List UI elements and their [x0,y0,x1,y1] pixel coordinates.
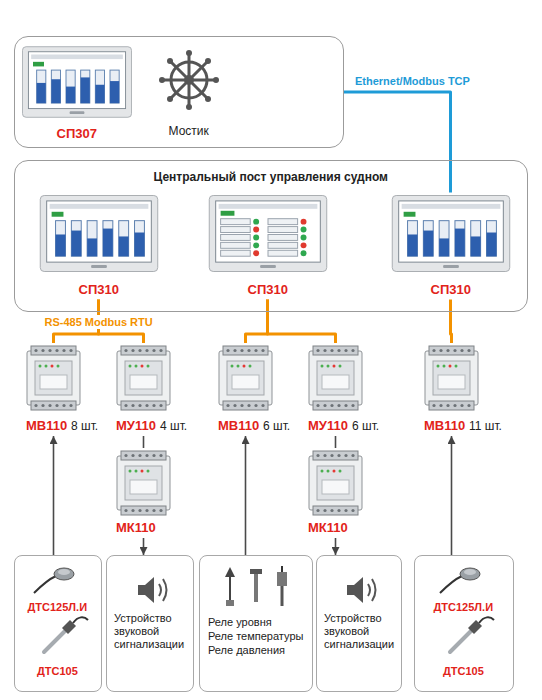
panel-illustration [392,195,509,271]
node-label: 11 шт. [469,418,502,434]
node-label: 4 шт. [160,418,187,434]
helm-knob [186,50,192,56]
node-label: МК110 [116,520,156,536]
connector [53,436,55,555]
edge-label: Ethernet/Modbus TCP [352,74,473,88]
speaker-icon [347,577,376,603]
module-illustration [27,346,80,410]
connector [245,436,247,555]
edge-label: RS-485 Modbus RTU [42,315,156,329]
node-label: Мостик [169,123,209,139]
panel-illustration [22,47,131,118]
node-label: 6 шт. [352,418,379,434]
device-box: ДТС125Л.И ДТС105 [414,555,514,692]
module-illustration [219,346,272,410]
operator-panel: СП310 [388,193,514,300]
helm-knob [213,77,219,83]
relay-probe [281,566,283,572]
region-panel: Мостик СП307 [14,36,344,148]
node-label: ДТС125Л.И [434,600,494,614]
device-box: ДТС125Л.И ДТС105 [14,555,102,692]
node-label: МУ110 [308,418,348,434]
relay-probe [277,572,287,586]
connector [268,300,336,344]
module-illustration [309,451,362,515]
relay-probe [281,586,284,606]
operator-panel: СП310 [204,193,332,300]
module-illustration [309,346,362,410]
region-panel: Центральный пост управления судномСП310 С… [14,160,528,312]
node-label: СП310 [79,282,119,298]
helm-knob [167,96,173,102]
node-label: Реле давления [208,644,285,657]
helm-icon [159,50,219,110]
node-label: СП307 [57,126,97,142]
module-illustration [117,451,170,515]
speaker-icon [138,577,167,603]
io-module: МК110 [112,448,176,538]
node-label: МВ110 [424,418,465,434]
node-label: СП310 [248,282,288,298]
module-illustration [117,346,170,410]
device-box: Устройство звуковой сигнализации [316,555,402,692]
node-label: Реле уровня [208,616,272,629]
io-module: МУ1106 шт. [304,343,388,436]
helm-knob [167,58,173,64]
node-label: ДТС105 [37,664,78,678]
device-box: Реле уровняРеле температурыРеле давления [199,555,313,692]
connector [143,538,145,555]
connector [246,300,268,344]
helm-knob [159,77,165,83]
relay-probe [226,600,234,606]
relay-probe [254,574,258,602]
device-box: Устройство звуковой сигнализации [106,555,194,692]
node-label: Устройство звуковой сигнализации [114,612,185,651]
node-label: Реле температуры [208,630,303,643]
connector [335,538,337,555]
helm-knob [186,104,192,110]
relay-icons [225,566,287,606]
panel-illustration [209,195,326,271]
connector [451,300,452,344]
helm-knob [205,96,211,102]
helm-spokes [162,53,216,107]
panel-illustration [40,195,157,271]
node-label: МВ110 [26,418,67,434]
connector [335,436,337,448]
node-label: СП310 [431,282,471,298]
node-label: 6 шт. [263,418,290,434]
io-module: МВ1108 шт. [22,343,106,436]
operator-panel: СП307 [20,44,134,144]
node-label: ДТС125Л.И [28,600,88,614]
io-module: МВ1106 шт. [214,343,298,436]
module-illustration [425,346,478,410]
io-module: МВ11011 шт. [420,343,508,436]
io-module: МК110 [304,448,368,538]
node-label: Устройство звуковой сигнализации [324,612,393,651]
node-label: МК110 [308,520,348,536]
node-label: ДТС105 [443,664,484,678]
helm-knob [205,58,211,64]
connector [143,436,145,448]
node-label: МВ110 [218,418,259,434]
relay-probe [225,567,235,577]
io-module: МУ1104 шт. [112,343,196,436]
connector [451,436,453,555]
node-label: Центральный пост управления судном [154,169,388,185]
relay-probe [250,569,262,574]
node-label: 8 шт. [71,418,98,434]
node-label: МУ110 [116,418,156,434]
operator-panel: СП310 [36,193,162,300]
